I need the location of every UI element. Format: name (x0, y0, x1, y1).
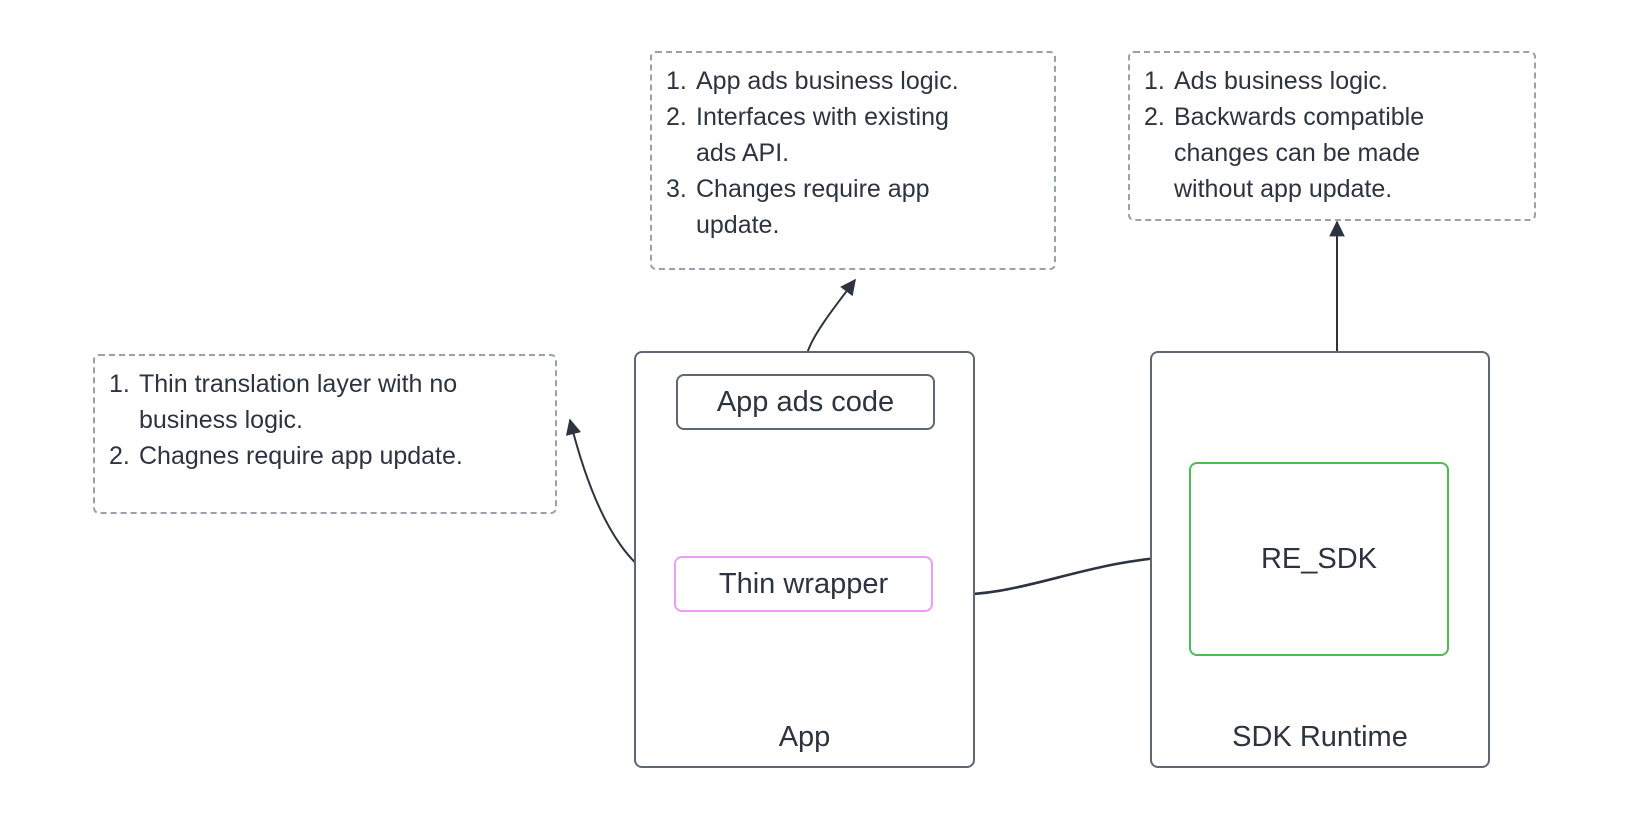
box-thin-wrapper[interactable]: Thin wrapper (674, 556, 933, 612)
note-item: Changes require app update. (666, 171, 930, 239)
note-item: Chagnes require app update. (109, 438, 463, 474)
note-item: Ads business logic. (1144, 63, 1389, 99)
note-item: Backwards compatible changes can be made… (1144, 99, 1425, 203)
box-app-ads-code[interactable]: App ads code (676, 374, 935, 430)
arrow-thin-wrapper-to-re-sdk (937, 546, 1188, 606)
container-sdk-runtime-label: SDK Runtime (1232, 721, 1408, 753)
note-thin-wrapper: Thin translation layer with no business … (93, 354, 557, 514)
note-app-ads-code-list: App ads business logic. Interfaces with … (666, 63, 1040, 243)
note-item: App ads business logic. (666, 63, 959, 99)
note-item: Interfaces with existing ads API. (666, 99, 949, 167)
box-thin-wrapper-label: Thin wrapper (718, 568, 889, 600)
note-re-sdk: Ads business logic. Backwards compatible… (1128, 51, 1536, 221)
note-re-sdk-list: Ads business logic. Backwards compatible… (1144, 63, 1520, 207)
container-app-label: App (778, 721, 831, 753)
note-thin-wrapper-list: Thin translation layer with no business … (109, 366, 541, 474)
box-app-ads-code-label: App ads code (716, 386, 895, 418)
box-re-sdk-label: RE_SDK (1260, 543, 1378, 575)
note-app-ads-code: App ads business logic. Interfaces with … (650, 51, 1056, 270)
note-item: Thin translation layer with no business … (109, 366, 458, 434)
box-re-sdk[interactable]: RE_SDK (1189, 462, 1449, 656)
